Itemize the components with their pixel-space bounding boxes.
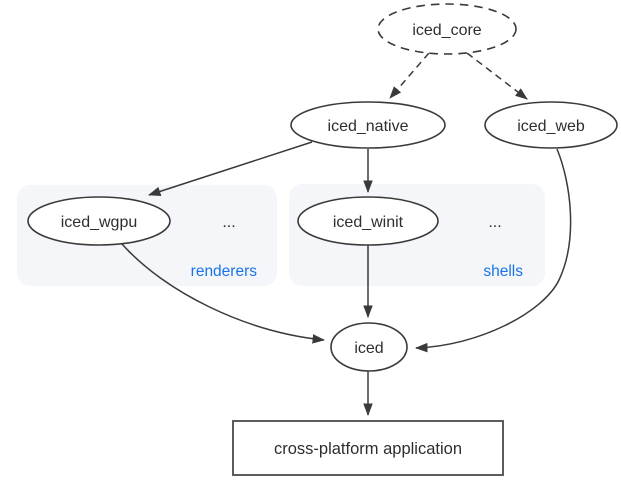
shells-ellipsis: ...: [488, 214, 501, 231]
iced-label: iced: [354, 340, 383, 357]
edge-iced_web-to-iced: [415, 148, 572, 353]
iced-wgpu-ellipse: [27, 196, 171, 246]
edge-iced_native-to-iced_wgpu: [148, 141, 313, 196]
edge-iced_core-to-iced_web: [466, 52, 528, 100]
node-cross-platform-application: cross-platform application: [232, 420, 504, 476]
iced-web-label: iced_web: [517, 118, 585, 135]
iced-web-ellipse: [484, 101, 618, 149]
iced-native-label: iced_native: [328, 118, 409, 135]
node-iced-winit: iced_winit: [297, 196, 439, 246]
node-iced-web: iced_web: [484, 101, 618, 149]
iced-core-ellipse: [377, 3, 517, 55]
iced-ellipse: [330, 322, 408, 372]
node-iced-wgpu: iced_wgpu: [27, 196, 171, 246]
iced-winit-ellipse: [297, 196, 439, 246]
edge-iced_core-to-iced_native: [389, 52, 430, 99]
iced-core-label: iced_core: [412, 22, 481, 39]
iced-winit-label: iced_winit: [333, 214, 404, 231]
iced-wgpu-label: iced_wgpu: [61, 214, 138, 231]
node-iced: iced: [330, 322, 408, 372]
iced-native-ellipse: [290, 101, 446, 149]
renderers-group-label: renderers: [191, 263, 258, 280]
app-rect: [232, 420, 504, 476]
renderers-ellipsis: ...: [222, 214, 235, 231]
app-label: cross-platform application: [274, 440, 462, 458]
node-iced-core: iced_core: [377, 3, 517, 55]
edge-iced_wgpu-to-iced: [121, 243, 325, 344]
node-iced-native: iced_native: [290, 101, 446, 149]
shells-group-label: shells: [483, 263, 523, 280]
